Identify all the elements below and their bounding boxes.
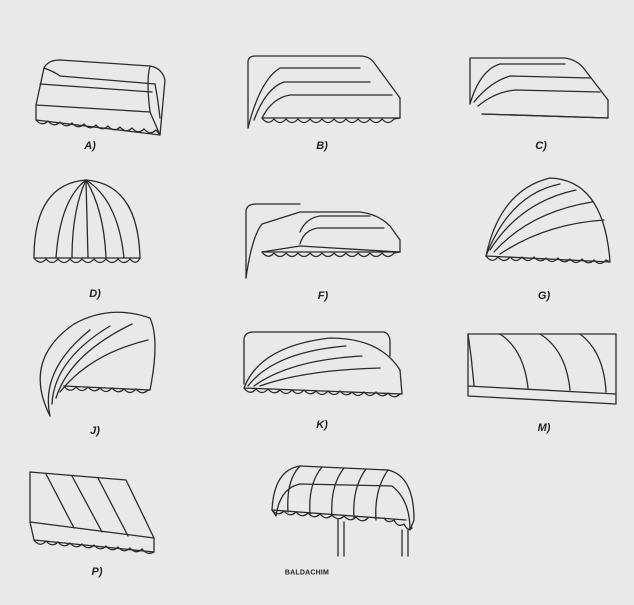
label-m: M) [537,422,551,434]
baldachim-drawing [271,465,415,557]
awning-m-drawing [467,333,617,405]
awning-a-drawing [35,59,166,136]
awning-c-drawing [469,57,609,119]
awning-f-drawing [245,203,401,279]
awning-p-drawing [29,471,155,555]
label-g: G) [537,290,551,302]
awning-d-drawing [33,179,141,264]
label-a: A) [84,140,96,152]
awning-g-drawing [485,177,611,265]
awning-j-drawing [39,311,156,417]
label-b: B) [316,140,328,152]
awning-k-drawing [243,331,403,398]
label-baldachim: BALDACHIM [284,569,330,577]
label-d: D) [89,288,101,300]
label-c: C) [535,140,547,152]
label-k: K) [316,419,328,431]
label-p: P) [91,566,103,578]
label-j: J) [90,425,100,437]
awning-b-drawing [247,55,401,129]
label-f: F) [317,290,329,302]
